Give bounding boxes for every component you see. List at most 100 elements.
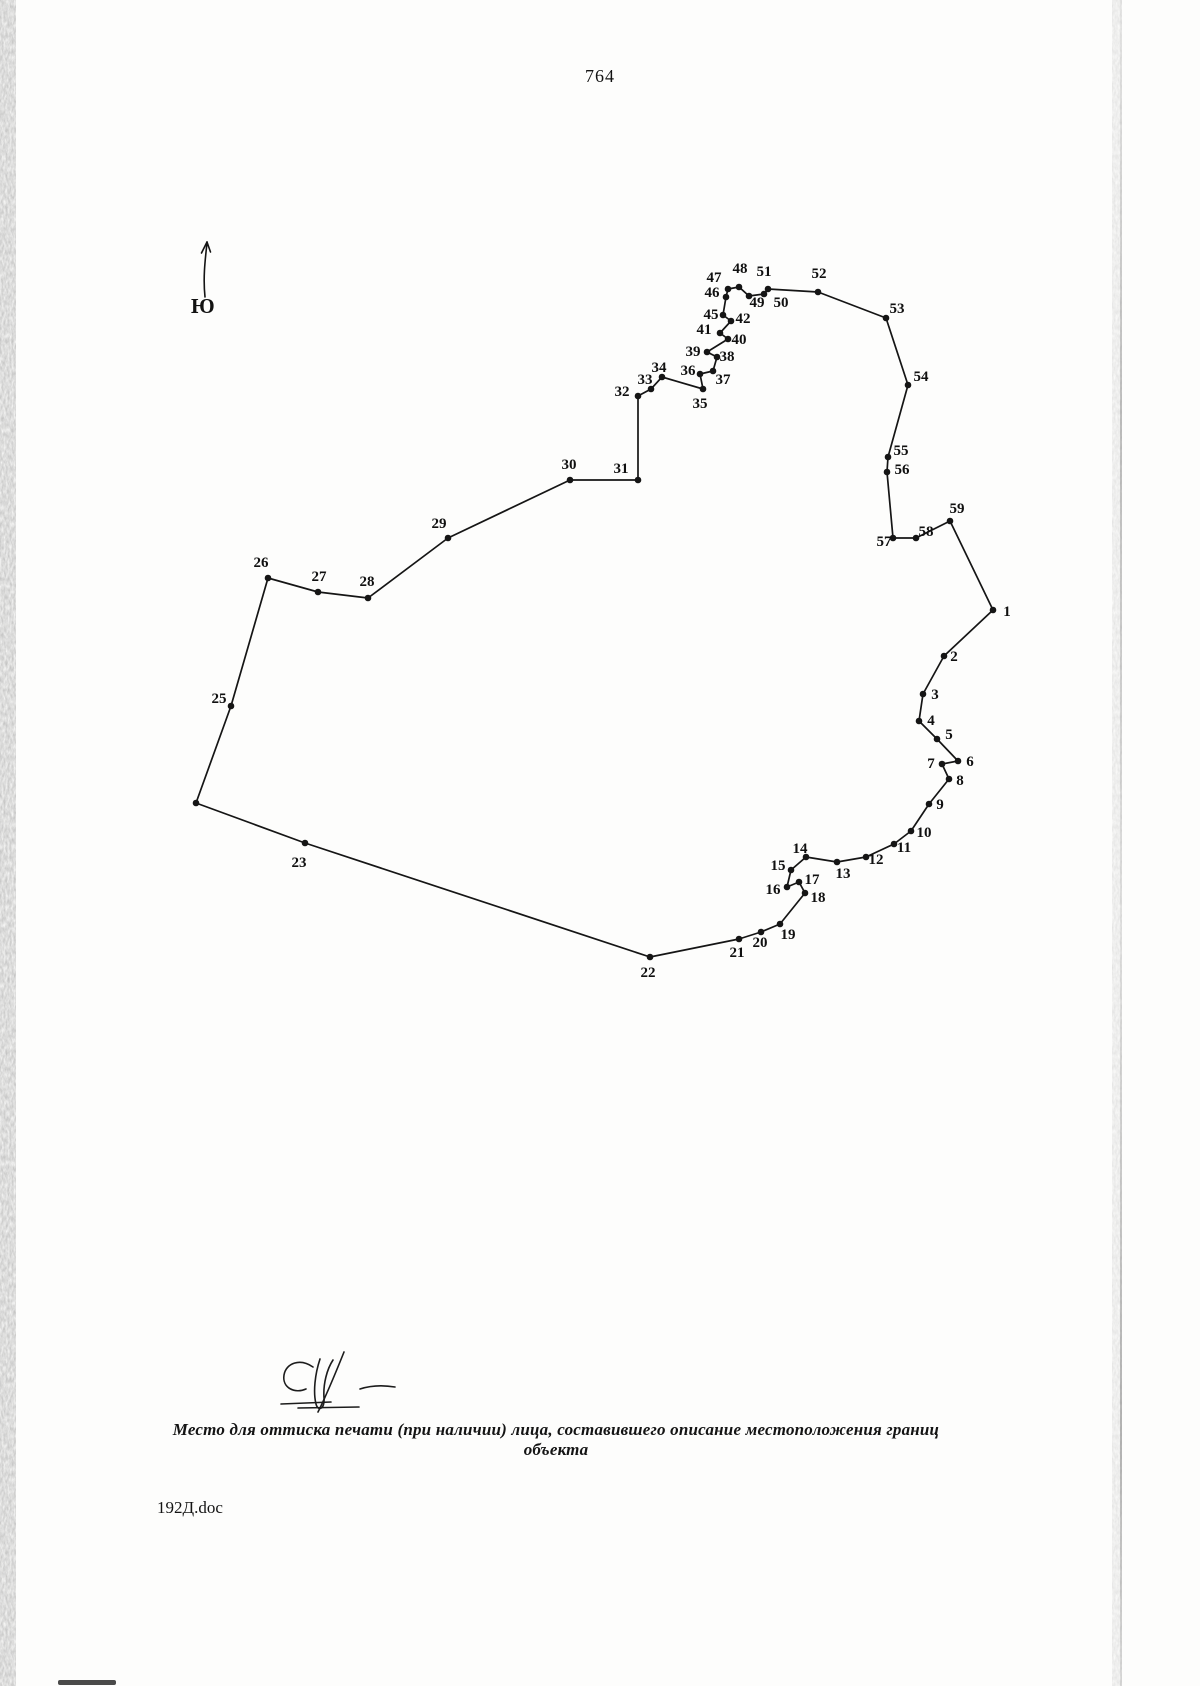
vertex-dot: [727, 317, 735, 325]
vertex-label: 21: [730, 945, 745, 961]
vertex-label: 16: [766, 882, 782, 898]
signature: [280, 1351, 396, 1413]
vertex-dot: [889, 534, 897, 542]
vertex-dot: [938, 760, 946, 768]
vertex-dot: [890, 840, 898, 848]
vertex-dot: [954, 757, 962, 765]
vertex-dot: [722, 293, 730, 301]
vertex-dot: [760, 290, 768, 298]
vertex-label: 45: [704, 307, 719, 323]
vertex-dot: [703, 348, 711, 356]
vertex-label: 23: [292, 855, 307, 871]
vertex-label: 46: [705, 285, 721, 301]
vertex-label: 8: [956, 773, 964, 789]
vertex-label: 52: [812, 266, 827, 282]
vertex-label: 29: [432, 516, 447, 532]
vertex-dot: [884, 453, 892, 461]
vertex-dot: [444, 534, 452, 542]
vertex-dot: [912, 534, 920, 542]
scan-streak-right-edge: [1120, 0, 1122, 1686]
vertex-dot: [634, 392, 642, 400]
vertex-label: 27: [312, 569, 328, 585]
vertex-dot: [802, 853, 810, 861]
vertex-dot: [862, 853, 870, 861]
vertex-label: 4: [927, 713, 935, 729]
vertex-dot: [919, 690, 927, 698]
vertex-label: 39: [686, 344, 701, 360]
vertex-label: 5: [945, 727, 953, 743]
vertex-dot: [192, 799, 200, 807]
vertex-label: 51: [757, 264, 772, 280]
north-direction-label: Ю: [191, 294, 215, 318]
vertex-label: 54: [914, 369, 930, 385]
vertex-label: 35: [693, 396, 708, 412]
vertex-dot: [795, 878, 803, 886]
vertex-label: 18: [811, 890, 826, 906]
vertex-label: 59: [950, 501, 965, 517]
vertex-label: 30: [562, 457, 577, 473]
vertex-label: 32: [615, 384, 630, 400]
vertex-dot: [716, 329, 724, 337]
vertex-dot: [724, 335, 732, 343]
vertex-dot: [907, 827, 915, 835]
scan-noise-right-edge: [1112, 0, 1122, 1686]
vertex-label: 13: [836, 866, 851, 882]
vertex-dot: [735, 283, 743, 291]
vertex-dot: [882, 314, 890, 322]
vertex-label: 40: [732, 332, 747, 348]
scan-smudge-bottom-left: [58, 1680, 116, 1685]
vertex-label: 36: [681, 363, 697, 379]
vertex-dot: [735, 935, 743, 943]
vertex-dot: [658, 373, 666, 381]
vertex-label: 11: [897, 840, 911, 856]
vertex-label: 57: [877, 534, 893, 550]
vertex-dot: [227, 702, 235, 710]
vertex-dot: [945, 775, 953, 783]
vertex-label: 38: [720, 349, 735, 365]
vertex-label: 33: [638, 372, 653, 388]
vertex-label: 10: [917, 825, 932, 841]
vertex-label: 28: [360, 574, 375, 590]
vertex-label: 7: [927, 756, 935, 772]
vertex-dot: [787, 866, 795, 874]
vertex-dot: [745, 292, 753, 300]
north-arrow-icon: [200, 241, 212, 298]
vertex-label: 15: [771, 858, 786, 874]
vertex-dot: [699, 385, 707, 393]
vertex-dot: [904, 381, 912, 389]
vertex-dot: [264, 574, 272, 582]
document-filename: 192Д.doc: [157, 1498, 223, 1517]
vertex-label: 34: [652, 360, 668, 376]
vertex-dot: [719, 311, 727, 319]
vertex-dot: [933, 735, 941, 743]
vertex-label: 9: [936, 797, 944, 813]
vertex-dot: [946, 517, 954, 525]
vertex-dot: [301, 839, 309, 847]
vertex-dot: [833, 858, 841, 866]
vertex-dot: [709, 367, 717, 375]
vertex-label: 55: [894, 443, 909, 459]
vertex-label: 19: [781, 927, 796, 943]
vertex-label: 1: [1003, 604, 1011, 620]
vertex-label: 58: [919, 524, 934, 540]
seal-place-caption: Место для оттиска печати (при наличии) л…: [172, 1420, 940, 1459]
vertex-label: 17: [805, 872, 821, 888]
vertex-dot: [647, 385, 655, 393]
vertex-dot: [314, 588, 322, 596]
vertex-label: 53: [890, 301, 905, 317]
vertex-dot: [783, 883, 791, 891]
vertex-dot: [364, 594, 372, 602]
vertex-dot: [915, 717, 923, 725]
vertex-label: 47: [707, 270, 723, 286]
vertex-label: 20: [753, 935, 768, 951]
scan-noise-left-edge: [0, 0, 16, 1686]
vertex-dot: [566, 476, 574, 484]
vertex-label: 50: [774, 295, 789, 311]
vertex-label: 56: [895, 462, 911, 478]
vertex-label: 26: [254, 555, 270, 571]
vertex-dot: [940, 652, 948, 660]
vertex-dot: [989, 606, 997, 614]
vertex-label: 2: [950, 649, 958, 665]
